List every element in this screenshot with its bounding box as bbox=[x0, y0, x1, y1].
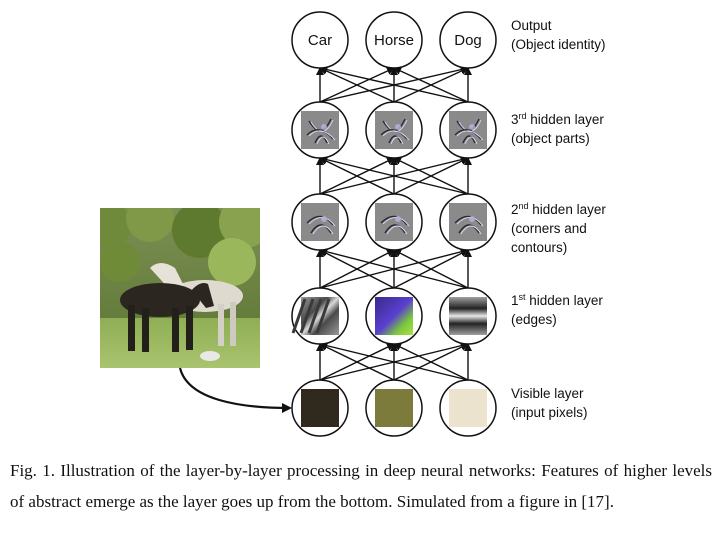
input-arrow bbox=[178, 367, 292, 413]
feature-map-thumbnail bbox=[449, 203, 487, 241]
feature-map-thumbnail bbox=[301, 203, 339, 241]
visible-node bbox=[439, 379, 497, 437]
connection-edge bbox=[319, 65, 469, 103]
connection-edge bbox=[319, 67, 395, 103]
connection-edge bbox=[393, 157, 469, 195]
network-nodes: Car Horse Dog bbox=[291, 11, 497, 437]
hidden-node bbox=[365, 101, 423, 159]
feature-map-thumbnail bbox=[449, 297, 487, 335]
caption-text: Fig. 1. Illustration of the layer-by-lay… bbox=[10, 461, 712, 511]
layer-label-line: contours) bbox=[511, 240, 567, 255]
layer-label-line: (corners and bbox=[511, 221, 587, 236]
hidden-node bbox=[365, 193, 423, 251]
output-node-label: Car bbox=[308, 32, 332, 49]
input-pixel-swatch bbox=[375, 389, 413, 427]
layer-label-line: Output bbox=[511, 18, 552, 33]
layer-labels: Output (Object identity) 3rd hidden layer (… bbox=[511, 18, 606, 420]
hidden-node bbox=[439, 101, 497, 159]
output-node-label: Horse bbox=[374, 32, 414, 49]
connection-edge bbox=[319, 247, 469, 289]
visible-node bbox=[291, 379, 349, 437]
layer-label-hidden2: 2nd hidden layer (corners and contours) bbox=[511, 201, 606, 255]
connection-edge bbox=[393, 249, 469, 289]
horse-photo bbox=[100, 208, 260, 368]
hidden-node bbox=[439, 193, 497, 251]
layer-label-line: 2nd hidden layer bbox=[511, 201, 606, 217]
connection-edge bbox=[319, 155, 469, 195]
figure-caption: Fig. 1. Illustration of the layer-by-lay… bbox=[10, 455, 712, 517]
layer-label-visible: Visible layer (input pixels) bbox=[511, 386, 588, 420]
connection-edge bbox=[319, 249, 395, 289]
layer-label-hidden1: 1st hidden layer (edges) bbox=[511, 292, 603, 327]
layer-label-line: 3rd hidden layer bbox=[511, 111, 604, 127]
layer-label-line: Visible layer bbox=[511, 386, 584, 401]
layer-label-output: Output (Object identity) bbox=[511, 18, 606, 52]
feature-map-thumbnail bbox=[291, 297, 339, 335]
input-pixel-swatch bbox=[301, 389, 339, 427]
connection-edge bbox=[319, 157, 395, 195]
neural-network-diagram: Car Horse Dog Output (Object identity) 3rd h… bbox=[100, 11, 606, 437]
feature-map-thumbnail bbox=[301, 111, 339, 149]
output-node: Car bbox=[291, 11, 349, 69]
feature-map-thumbnail bbox=[375, 111, 413, 149]
layer-label-line: 1st hidden layer bbox=[511, 292, 603, 308]
connection-edge bbox=[319, 341, 469, 381]
output-node-label: Dog bbox=[454, 32, 482, 49]
layer-label-line: (object parts) bbox=[511, 131, 590, 146]
layer-label-line: (Object identity) bbox=[511, 37, 606, 52]
feature-map-thumbnail bbox=[375, 297, 413, 335]
output-node: Horse bbox=[365, 11, 423, 69]
output-node: Dog bbox=[439, 11, 497, 69]
visible-node bbox=[365, 379, 423, 437]
hidden-node bbox=[291, 193, 349, 251]
hidden-node bbox=[365, 287, 423, 345]
layer-label-line: (input pixels) bbox=[511, 405, 588, 420]
hidden-node bbox=[291, 287, 349, 345]
connection-edge bbox=[393, 67, 469, 103]
hidden-node bbox=[291, 101, 349, 159]
connection-edge bbox=[319, 343, 395, 381]
connection-edge bbox=[393, 343, 469, 381]
hidden-node bbox=[439, 287, 497, 345]
feature-map-thumbnail bbox=[449, 111, 487, 149]
feature-map-thumbnail bbox=[375, 203, 413, 241]
input-pixel-swatch bbox=[449, 389, 487, 427]
layer-label-hidden3: 3rd hidden layer (object parts) bbox=[511, 111, 604, 146]
layer-label-line: (edges) bbox=[511, 312, 557, 327]
network-connections bbox=[316, 65, 472, 381]
